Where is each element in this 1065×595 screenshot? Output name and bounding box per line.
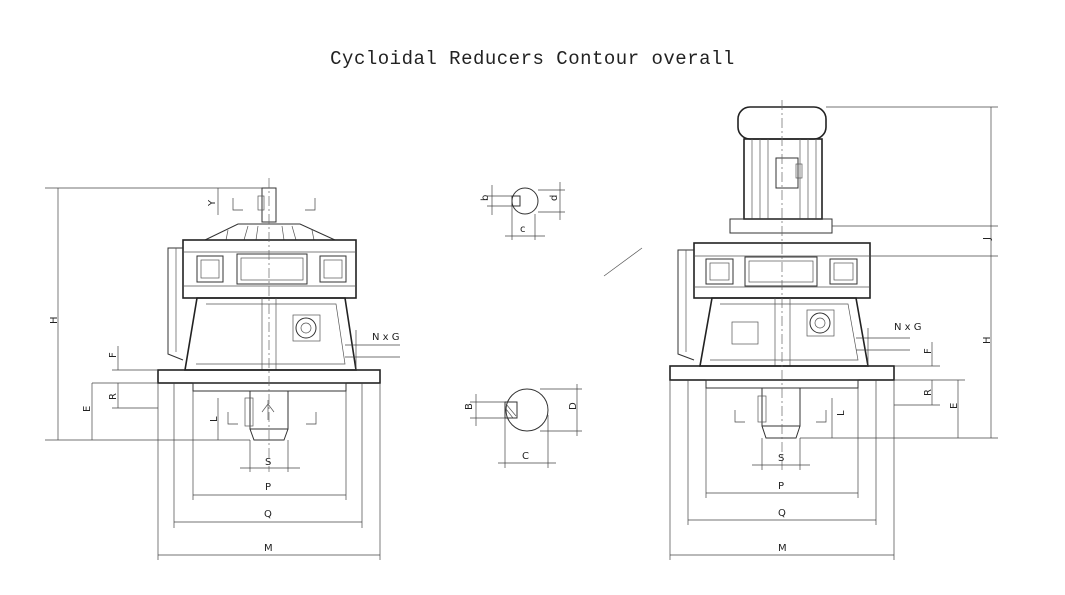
left-dim-R: R — [108, 393, 119, 400]
shaft-detail-small: b d c — [480, 182, 565, 240]
right-dim-P: P — [778, 481, 784, 492]
detail-dim-c: c — [520, 224, 526, 235]
right-dim-Q: Q — [778, 508, 786, 519]
right-terminal-box — [775, 157, 799, 189]
shaft-detail-large: B D C — [464, 384, 582, 468]
diagram-title: Cycloidal Reducers Contour overall — [330, 48, 735, 70]
left-dim-NxG: N x G — [372, 332, 400, 343]
left-reducer-view: H E R F Y L N x G S P — [45, 178, 400, 560]
right-dim-M: M — [778, 543, 787, 554]
left-base-spigot — [192, 382, 347, 392]
right-dim-NxG: N x G — [894, 322, 922, 333]
left-dim-H: H — [49, 316, 60, 324]
right-motor-body — [743, 138, 823, 220]
right-dim-J: J — [982, 237, 993, 241]
right-motor-flange — [729, 218, 833, 234]
left-top-cover — [204, 223, 336, 241]
right-oil-window — [809, 312, 831, 334]
right-dim-L: L — [836, 410, 847, 416]
right-dim-S: S — [778, 453, 784, 464]
right-dim-R: R — [923, 389, 934, 396]
right-dim-E: E — [949, 403, 960, 409]
detail-dim-b: b — [480, 195, 491, 201]
detail-dim-d: d — [549, 195, 560, 201]
left-housing-ring — [182, 239, 357, 299]
left-dim-Q: Q — [264, 509, 272, 520]
right-housing-body — [699, 297, 869, 367]
right-dim-F: F — [923, 348, 934, 354]
left-housing-body — [184, 297, 357, 371]
left-dim-Y: Y — [207, 199, 218, 207]
left-dim-P: P — [265, 482, 271, 493]
left-dim-L: L — [209, 416, 220, 422]
detail-dim-B: B — [464, 403, 475, 410]
left-oil-window — [295, 317, 317, 339]
stray-mark — [603, 247, 643, 277]
left-dim-E: E — [82, 406, 93, 412]
right-reducer-view: J H E R F N x G L S P Q — [669, 100, 998, 560]
left-dim-F: F — [108, 352, 119, 358]
right-nameplate — [731, 321, 759, 345]
right-dim-H: H — [982, 336, 993, 344]
left-dim-M: M — [264, 543, 273, 554]
detail-dim-D: D — [568, 402, 579, 410]
detail-dim-C: C — [522, 451, 529, 462]
left-dim-S: S — [265, 457, 271, 468]
right-output-shaft — [761, 387, 801, 427]
left-lube-pipe — [167, 247, 184, 361]
